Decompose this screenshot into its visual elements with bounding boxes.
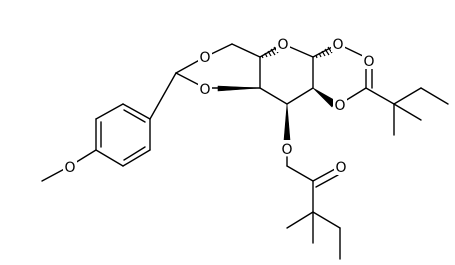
bond-cq2-me-a <box>393 87 422 105</box>
wedge-c3-oester <box>283 103 291 141</box>
atom-o-methoxy-anomeric: O <box>331 35 345 53</box>
bond-ccarb2-cq2 <box>365 87 395 105</box>
bond-ar2-ar3 <box>95 103 124 120</box>
atom-o-ring: O <box>276 35 290 53</box>
atom-o-carbonyl-c2: O <box>362 52 376 70</box>
svg-text:O: O <box>332 37 343 53</box>
bond-ar1-ar2 <box>122 103 151 120</box>
svg-text:O: O <box>64 160 75 176</box>
bond-cq2-me-b <box>393 103 422 121</box>
atom-o-acetal-bottom: O <box>198 80 212 98</box>
bond-ar-double-c <box>123 146 146 161</box>
svg-text:O: O <box>335 160 346 176</box>
atom-o-pmp: O <box>63 158 77 176</box>
bond-cq3-me-a <box>286 211 314 229</box>
bond-ar4-ar5 <box>95 149 124 167</box>
bond-set <box>41 43 449 260</box>
hash-c5-oring <box>261 46 279 59</box>
bond-cq3-me-b <box>312 211 341 229</box>
atom-o-acetal-top: O <box>198 48 212 66</box>
svg-text:O: O <box>363 54 374 70</box>
bond-c2-c3 <box>286 87 314 105</box>
wedge-c2-oester <box>312 87 337 108</box>
bond-ar-double-a <box>123 109 146 123</box>
bond-ccarb3-ocarb3-b <box>315 174 339 188</box>
svg-text:O: O <box>277 37 288 53</box>
wedge-c4-o4 <box>217 85 261 92</box>
bond-cacetal-aryl <box>149 72 177 120</box>
bond-c3-c4 <box>259 87 288 105</box>
bond-me-a-me-a2 <box>420 87 449 105</box>
svg-text:O: O <box>199 82 210 98</box>
hash-c1-ome <box>315 46 333 59</box>
bond-oester3-ccarb3 <box>286 165 314 182</box>
svg-text:O: O <box>334 98 345 114</box>
bond-c5-c6 <box>231 43 261 58</box>
atom-o-ester-c3: O <box>280 140 294 158</box>
svg-text:O: O <box>281 142 292 158</box>
bond-ar5-ar6 <box>122 149 151 167</box>
bond-ccarb3-ocarb3-a <box>312 168 336 182</box>
atom-label-set: O O O O O O O O <box>63 35 376 176</box>
svg-text:O: O <box>199 50 210 66</box>
atom-o-ester-c2: O <box>333 96 347 114</box>
atom-o-carbonyl-c3: O <box>334 158 348 176</box>
